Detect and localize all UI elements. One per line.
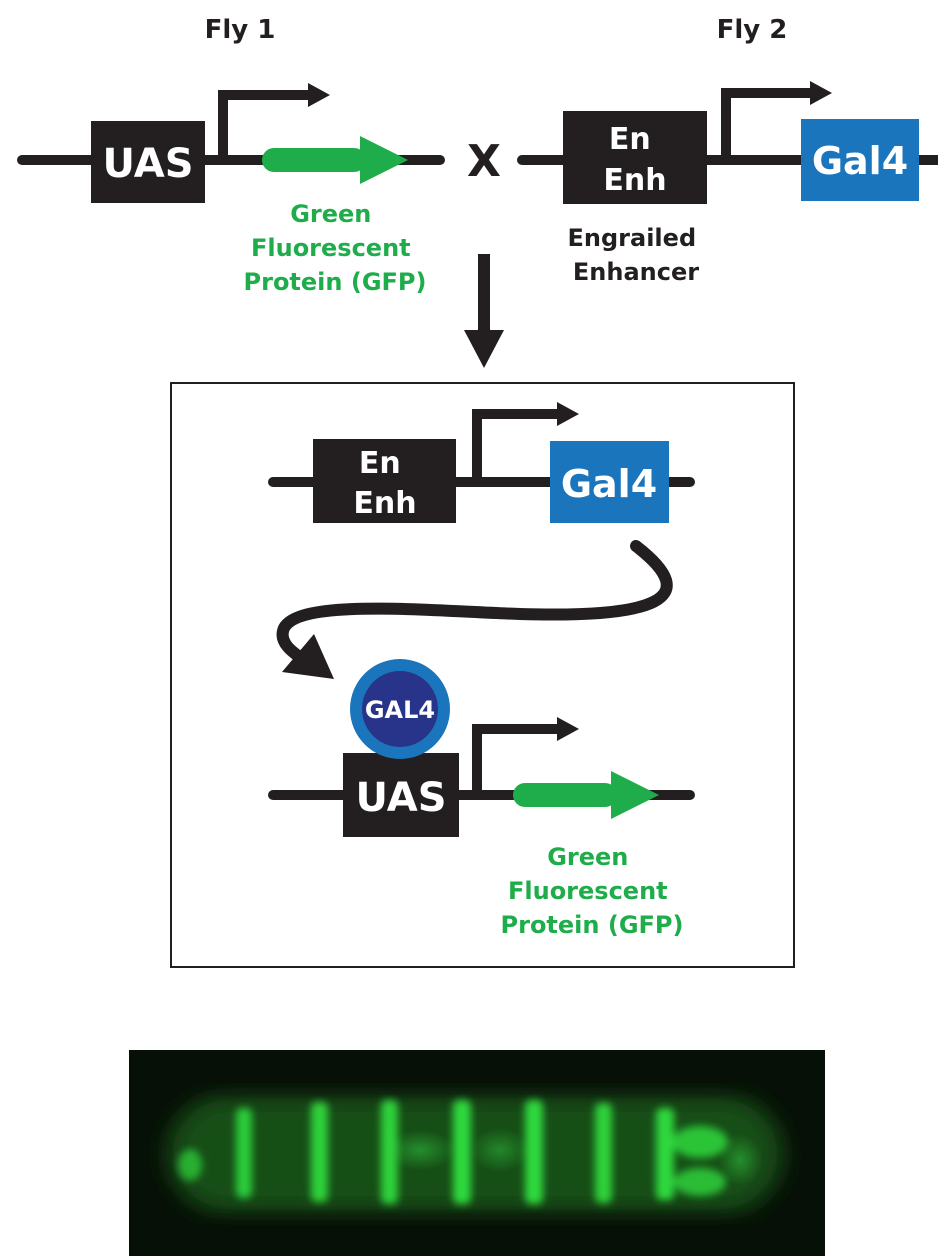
enhancer-box: [313, 439, 456, 523]
promoter-arrow-icon: [472, 409, 562, 478]
gal4-gene-box: [801, 119, 919, 201]
gfp-gene-arrowhead-icon: [611, 771, 659, 819]
cross-symbol: X: [467, 136, 501, 187]
enhancer-box: [563, 111, 707, 204]
promoter-arrow-icon: [472, 724, 562, 791]
fly2-enhancer-label: Engrailed Enhancer: [568, 224, 705, 286]
uas-box-label: UAS: [102, 141, 193, 187]
gal4-protein-label: GAL4: [365, 696, 435, 724]
result-gfp-label: Green Fluorescent Protein (GFP): [501, 843, 684, 939]
fly2-title: Fly 2: [717, 15, 788, 45]
fly1-title: Fly 1: [205, 15, 276, 45]
promoter-arrowhead-icon: [308, 83, 330, 107]
result-panel: [170, 382, 795, 968]
gfp-gene-arrow-body: [513, 783, 617, 807]
enhancer-box-label: En Enh: [353, 446, 416, 521]
promoter-arrowhead-icon: [557, 717, 579, 741]
gal4-gene-label: Gal4: [561, 462, 657, 506]
fly1-construct: UAS: [17, 83, 445, 203]
curved-arrow-icon: [276, 540, 673, 679]
fly1-gfp-label: Green Fluorescent Protein (GFP): [244, 200, 427, 296]
gfp-gene-arrow-body: [262, 148, 366, 172]
embryo-fluorescence-image: [129, 1050, 825, 1256]
enhancer-box-label: En Enh: [603, 122, 666, 198]
gal4-gene-label: Gal4: [812, 139, 908, 183]
uas-box: [91, 121, 205, 203]
down-arrow-icon: [464, 254, 504, 368]
promoter-arrow-icon: [218, 90, 312, 158]
fly2-construct: En Enh Gal4: [517, 81, 938, 204]
gal4-protein: GAL4: [350, 659, 450, 759]
promoter-arrowhead-icon: [810, 81, 832, 105]
uas-box: [343, 753, 459, 837]
promoter-arrowhead-icon: [557, 402, 579, 426]
gfp-gene-arrowhead-icon: [360, 136, 408, 184]
result-driver-construct: En Enh Gal4: [268, 402, 695, 523]
gal4-gene-box: [550, 441, 669, 523]
promoter-arrow-icon: [721, 88, 815, 158]
uas-box-label: UAS: [355, 775, 446, 821]
result-reporter-construct: UAS: [268, 717, 695, 837]
